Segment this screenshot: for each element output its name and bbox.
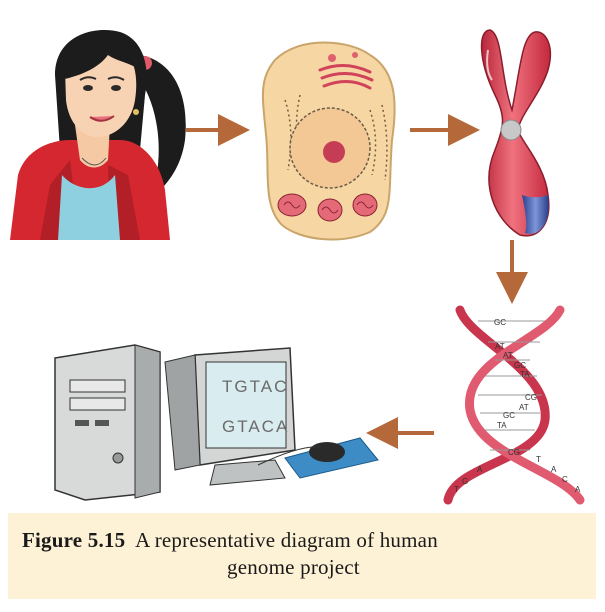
figure-caption: Figure 5.15 A representative diagram of … (8, 513, 596, 599)
dna-pair-label: CG (525, 393, 537, 402)
caption-text-2: genome project (227, 555, 360, 579)
dna-helix-illustration (443, 305, 585, 505)
dna-pair-label: TA (520, 370, 530, 379)
dna-pair-label: GC (503, 411, 515, 420)
dna-base-label: A (575, 485, 581, 494)
screen-sequence-line1: TGTAC (222, 377, 288, 396)
dna-base-label: G (462, 477, 468, 486)
screen-sequence-line2: GTACA (222, 417, 289, 436)
dna-pair-label: AT (495, 342, 505, 351)
dna-pair-label: GC (494, 318, 506, 327)
dna-base-label: T (454, 485, 459, 494)
chromosome-illustration (480, 29, 552, 237)
dna-base-label: A (551, 465, 557, 474)
dna-pair-label: TA (497, 421, 507, 430)
computer-illustration (54, 344, 379, 501)
caption-text-1: A representative diagram of human (135, 528, 438, 552)
dna-base-label: A (477, 465, 483, 474)
dna-pair-label: GC (514, 361, 526, 370)
diagram-canvas: TGTAC GTACA GC AT AT GC TA CG AT GC TA C… (10, 29, 585, 505)
cell-illustration (261, 41, 396, 241)
dna-pair-label: CG (508, 448, 520, 457)
caption-line-1: Figure 5.15 A representative diagram of … (22, 527, 438, 553)
woman-illustration (10, 29, 186, 240)
dna-base-labels: GC AT AT GC TA CG AT GC TA CG T G A T A … (454, 318, 581, 494)
dna-pair-label: AT (503, 351, 513, 360)
dna-base-label: T (536, 455, 541, 464)
figure-label: Figure 5.15 (22, 528, 126, 552)
dna-base-label: C (562, 475, 568, 484)
dna-pair-label: AT (519, 403, 529, 412)
